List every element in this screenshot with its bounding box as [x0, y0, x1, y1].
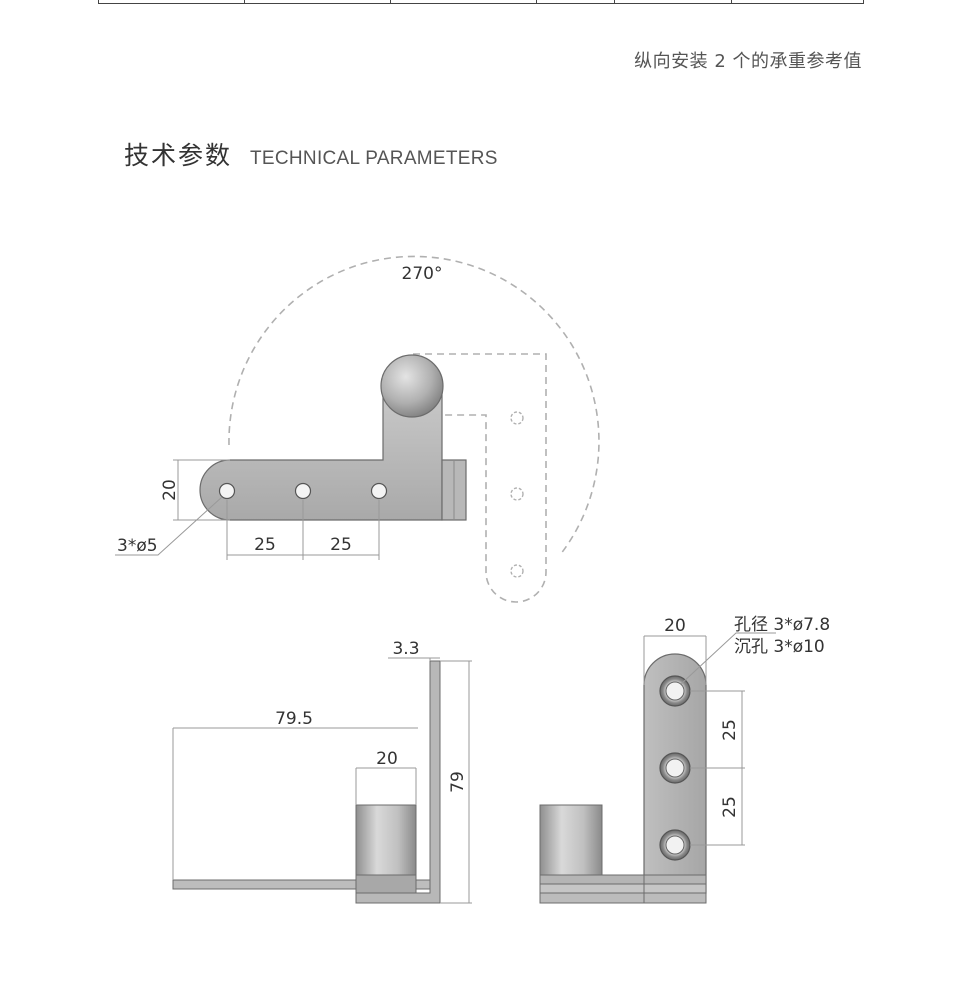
table-cell-divider [536, 0, 537, 4]
side-barrel-base [355, 874, 417, 894]
section-title-cn: 技术参数 [124, 141, 233, 170]
side-length-label: 79.5 [275, 709, 313, 729]
rotated-plate-outline [413, 353, 547, 603]
hole-leader [115, 496, 223, 556]
rotated-hole [510, 487, 524, 501]
top-view: 20 25 25 3*ø5 270° [115, 255, 600, 603]
table-cell-divider [390, 0, 391, 4]
front-view: 20 孔径 3*ø7.8 沉孔 3*ø10 25 25 [539, 615, 830, 904]
front-width-label: 20 [664, 616, 686, 636]
top-hole-label: 3*ø5 [117, 536, 158, 556]
top-height-label: 20 [160, 479, 180, 501]
front-spacing-label-2: 25 [720, 796, 740, 818]
rotation-arc [228, 255, 600, 556]
rotated-hole [510, 411, 524, 425]
table-cell-divider [244, 0, 245, 4]
mount-hole [370, 482, 388, 500]
mount-hole [218, 482, 236, 500]
section-title: 技术参数 TECHNICAL PARAMETERS [124, 136, 498, 172]
table-cell-divider [614, 0, 615, 4]
hole-bore [665, 835, 685, 855]
table-cell-divider [731, 0, 732, 4]
top-spacing-label-2: 25 [330, 535, 352, 555]
pivot-knob [380, 354, 444, 418]
top-spacing-label-1: 25 [254, 535, 276, 555]
hole-spec-leader [680, 632, 776, 685]
mount-hole [294, 482, 312, 500]
load-reference-note: 纵向安装 2 个的承重参考值 [634, 51, 862, 72]
side-thickness-label: 3.3 [392, 639, 419, 659]
rotated-hole [510, 564, 524, 578]
rotation-angle-label: 270° [402, 264, 443, 284]
hole-bore [665, 681, 685, 701]
countersink-label: 沉孔 3*ø10 [734, 637, 825, 657]
side-barrel [355, 804, 417, 876]
spec-table-bottom-edge [98, 0, 864, 4]
side-barrel-label: 20 [376, 749, 398, 769]
side-view: 3.3 79.5 20 79 [172, 639, 472, 904]
front-barrel [539, 804, 603, 876]
front-base-strip [539, 874, 707, 885]
front-base-strip [539, 892, 707, 904]
hole-diameter-label: 孔径 3*ø7.8 [734, 615, 830, 635]
side-height-label: 79 [448, 771, 468, 793]
hole-bore [665, 758, 685, 778]
front-base-strip [539, 883, 707, 894]
front-spacing-label-1: 25 [720, 719, 740, 741]
section-title-en: TECHNICAL PARAMETERS [250, 148, 498, 169]
